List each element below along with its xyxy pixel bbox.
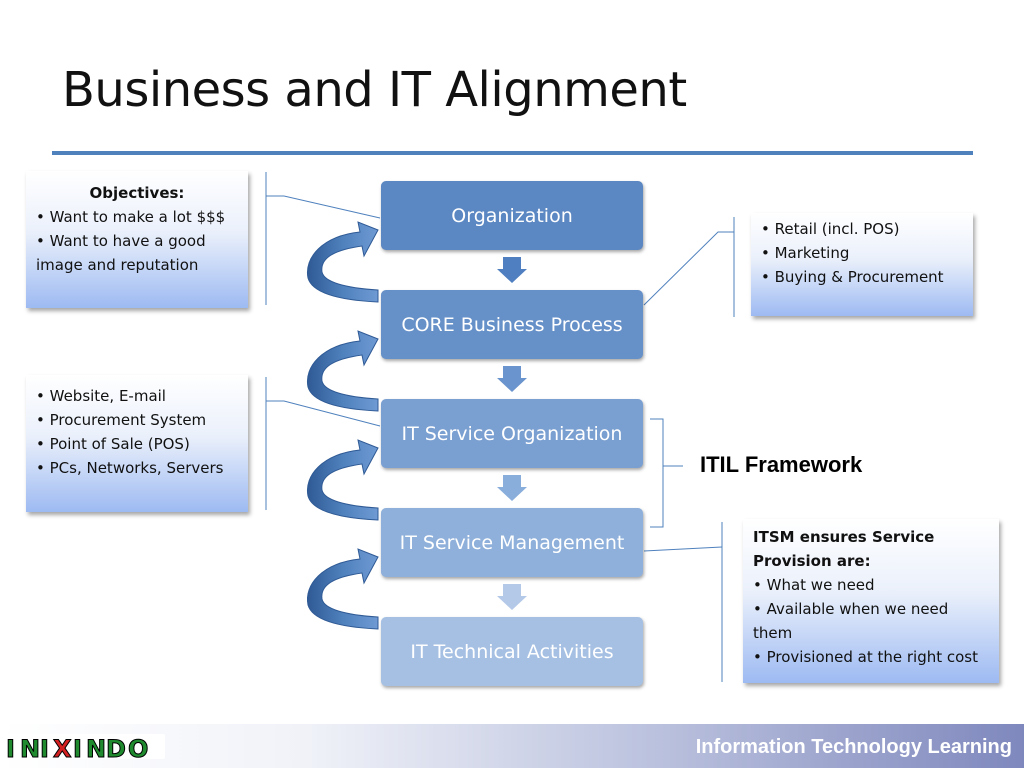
it-services-callout: • Website, E-mail • Procurement System •… [26, 375, 248, 512]
business-area-item: • Buying & Procurement [761, 268, 944, 286]
footer-title: Information Technology Learning [695, 736, 1012, 758]
footer-bar [0, 724, 1024, 768]
inixindo-logo: I N I X I N D O [5, 734, 165, 762]
step-it-service-organization: IT Service Organization [381, 399, 643, 468]
itsm-heading: ITSM ensures Service Provision are: [753, 528, 935, 570]
curved-arrow-2 [306, 330, 379, 412]
step-it-service-management: IT Service Management [381, 508, 643, 577]
objectives-heading: Objectives: [89, 184, 185, 202]
slide-title: Business and IT Alignment [62, 62, 687, 118]
itsm-callout: ITSM ensures Service Provision are: • Wh… [743, 519, 999, 683]
step-it-technical-activities: IT Technical Activities [381, 617, 643, 686]
down-arrow-1 [497, 257, 527, 283]
step-core-business-process: CORE Business Process [381, 290, 643, 359]
objectives-callout: Objectives: • Want to make a lot $$$ • W… [26, 171, 248, 308]
down-arrow-2 [497, 366, 527, 392]
itsm-item: • Available when we need them [753, 600, 949, 642]
curved-arrow-3 [306, 439, 379, 521]
curved-arrow-4 [306, 548, 379, 630]
business-areas-callout: • Retail (incl. POS) • Marketing • Buyin… [751, 213, 973, 316]
step-organization: Organization [381, 181, 643, 250]
svg-text:D: D [106, 735, 126, 762]
objectives-connector [265, 172, 381, 305]
itsm-item: • Provisioned at the right cost [753, 648, 978, 666]
down-arrow-4 [497, 584, 527, 610]
objectives-item: • Want to make a lot $$$ [36, 208, 226, 226]
business-area-item: • Retail (incl. POS) [761, 220, 900, 238]
business-areas-connector [643, 217, 735, 317]
itsm-item: • What we need [753, 576, 875, 594]
objectives-item: • Want to have a good image and reputati… [36, 232, 206, 274]
down-arrow-3 [497, 475, 527, 501]
itil-bracket [650, 418, 683, 528]
it-service-item: • Website, E-mail [36, 387, 166, 405]
svg-text:I: I [73, 735, 82, 762]
it-service-item: • Procurement System [36, 411, 207, 429]
svg-text:I: I [40, 735, 49, 762]
svg-text:X: X [53, 735, 72, 762]
svg-text:N: N [86, 735, 106, 762]
it-service-item: • Point of Sale (POS) [36, 435, 190, 453]
itsm-connector [643, 522, 723, 682]
itil-framework-label: ITIL Framework [700, 452, 863, 477]
it-services-connector [265, 377, 381, 510]
curved-arrow-1 [306, 221, 379, 303]
svg-text:O: O [128, 735, 148, 762]
title-divider [52, 151, 973, 155]
svg-text:I: I [6, 735, 15, 762]
svg-text:N: N [20, 735, 40, 762]
business-area-item: • Marketing [761, 244, 850, 262]
it-service-item: • PCs, Networks, Servers [36, 459, 224, 477]
